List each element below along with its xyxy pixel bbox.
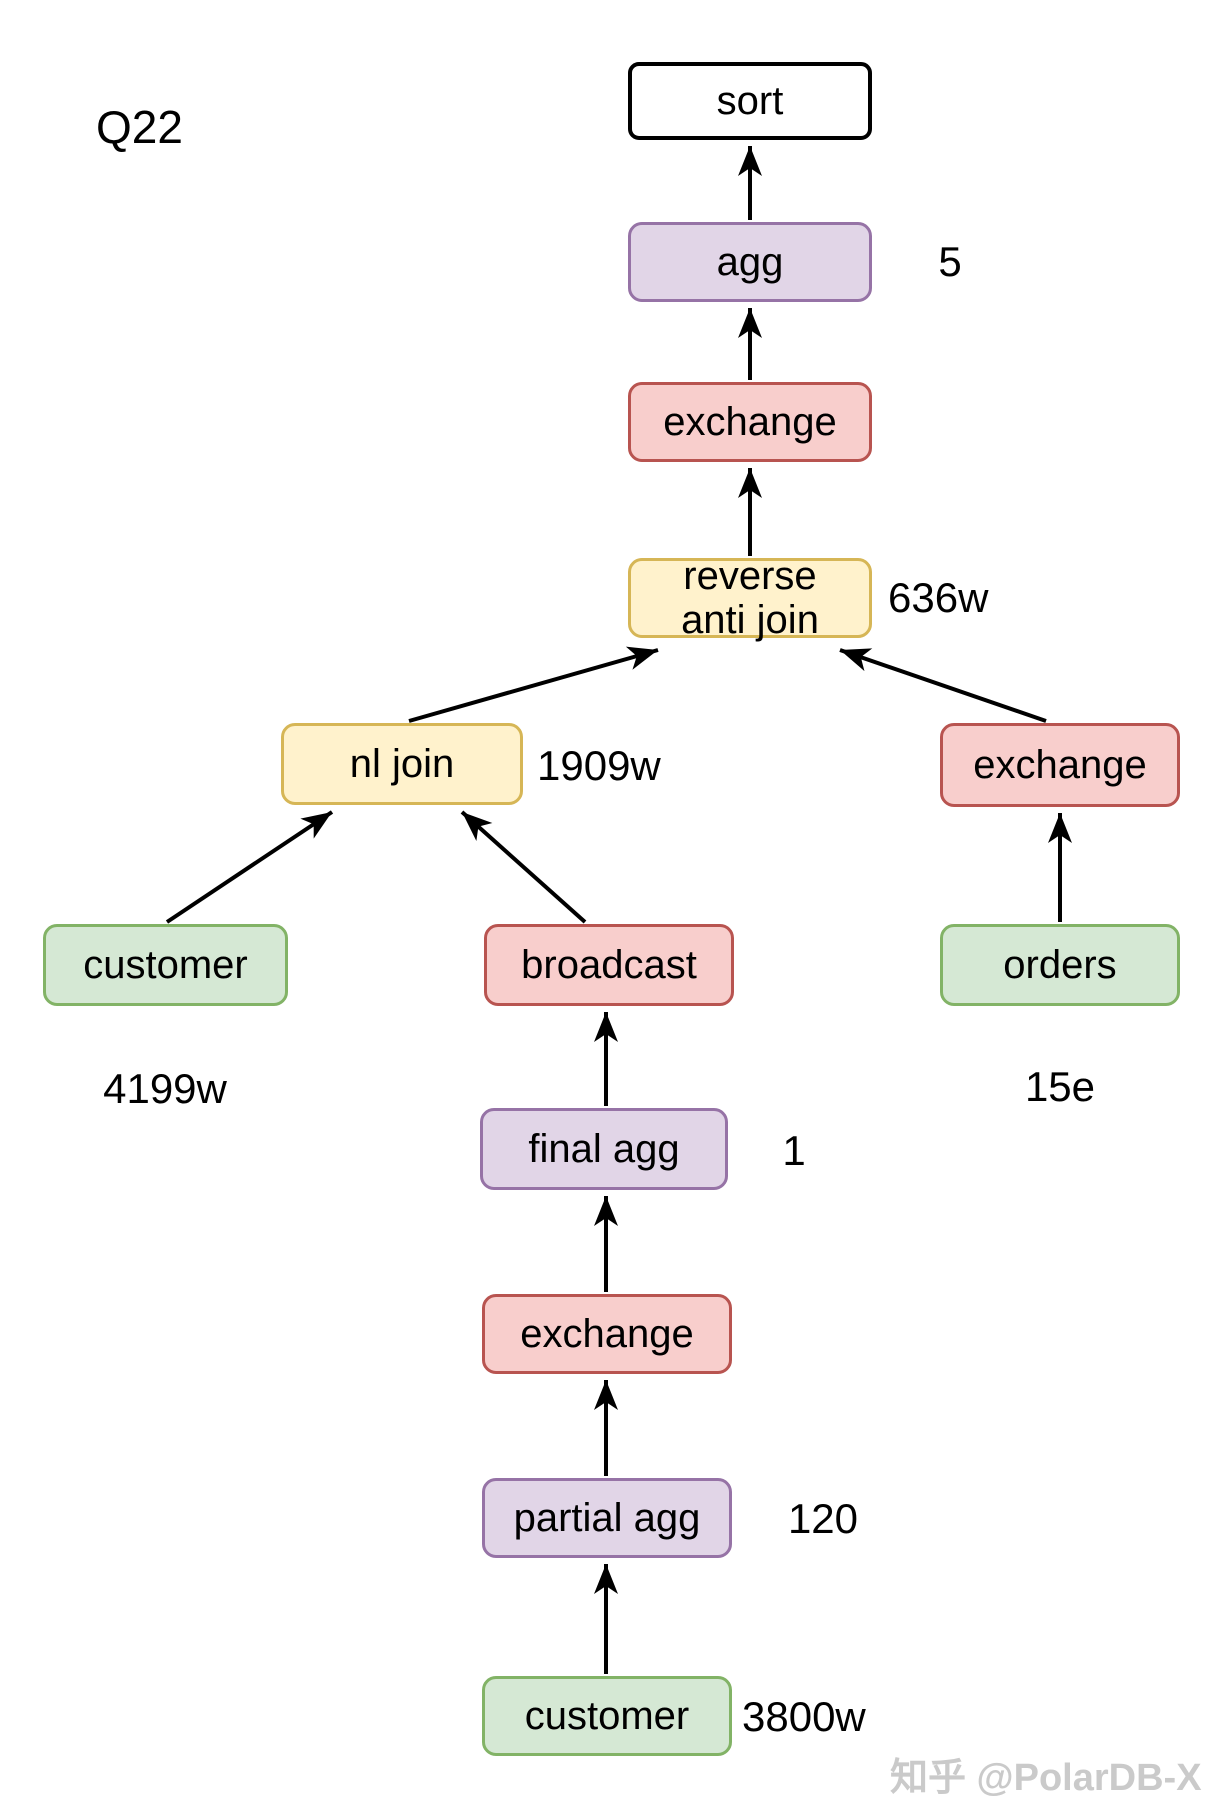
node-nl-join: nl join [281,723,523,805]
edge-exchanger-to-revjoin [839,648,1047,723]
node-exchange-mid-label: exchange [520,1312,694,1356]
node-sort-label: sort [716,79,784,123]
node-agg: agg [628,222,872,302]
node-orders: orders [940,924,1180,1006]
node-customer-bottom: customer [482,1676,732,1756]
annotation-partial-agg: 120 [787,1495,859,1542]
node-customer-bottom-label: customer [524,1694,690,1738]
edge-customer-to-nljoin [165,810,334,924]
node-final-agg: final agg [480,1108,728,1190]
annotation-customer-left: 4199w [103,1065,227,1112]
annotation-orders: 15e [1024,1063,1096,1110]
node-exchange-right: exchange [940,723,1180,807]
edge-broadcast-to-nljoin [460,810,587,924]
annotation-agg: 5 [938,238,962,285]
node-exchange-top: exchange [628,382,872,462]
annotation-final-agg: 1 [782,1127,806,1174]
node-partial-agg-label: partial agg [513,1496,701,1540]
annotation-customer-bottom: 3800w [742,1693,866,1740]
node-broadcast-label: broadcast [521,943,697,987]
node-customer-left: customer [43,924,288,1006]
node-reverse-anti-join: reverse anti join [628,554,872,642]
annotation-reverse-anti-join: 636w [888,574,989,621]
edge-nljoin-to-revjoin [408,646,659,723]
node-orders-label: orders [1003,943,1117,987]
watermark: 知乎 @PolarDB-X [890,1757,1202,1799]
node-broadcast: broadcast [484,924,734,1006]
node-reverse-anti-join-label: reverse anti join [681,554,819,642]
node-agg-label: agg [716,240,784,284]
node-final-agg-label: final agg [528,1127,680,1171]
node-customer-left-label: customer [83,943,248,987]
annotation-nl-join: 1909w [537,742,661,789]
node-exchange-mid: exchange [482,1294,732,1374]
page-title: Q22 [96,101,183,153]
node-exchange-top-label: exchange [663,400,837,444]
node-partial-agg: partial agg [482,1478,732,1558]
node-nl-join-label: nl join [349,742,455,786]
node-exchange-right-label: exchange [973,743,1147,787]
node-sort: sort [628,62,872,140]
